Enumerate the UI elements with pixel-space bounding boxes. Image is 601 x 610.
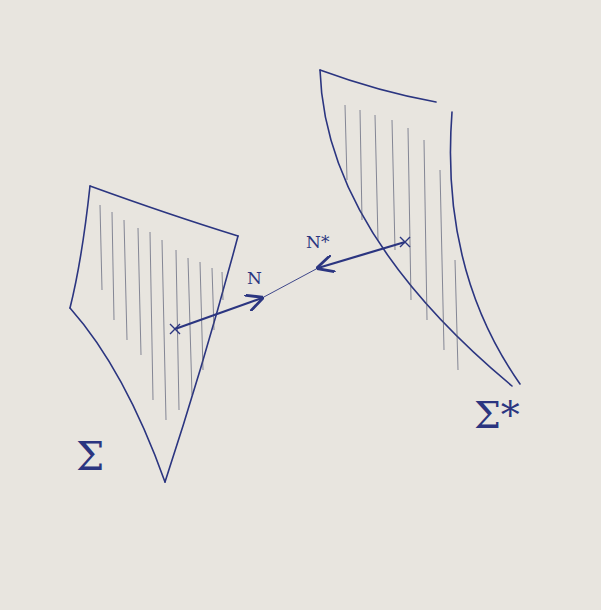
vector-label: N — [247, 270, 262, 287]
base-point — [170, 324, 180, 334]
surface-sigma — [70, 186, 238, 482]
sigma-hatching — [100, 205, 223, 420]
surface-sigma-star — [320, 70, 520, 386]
surface-label: Σ — [76, 436, 104, 476]
vector-label: N* — [306, 234, 329, 251]
base-point — [400, 237, 410, 247]
normal-line — [262, 268, 318, 298]
sigma-star-hatching — [345, 105, 458, 370]
normal-vector — [175, 298, 262, 329]
normal-vector — [318, 242, 405, 268]
surface-label: Σ* — [474, 396, 520, 434]
